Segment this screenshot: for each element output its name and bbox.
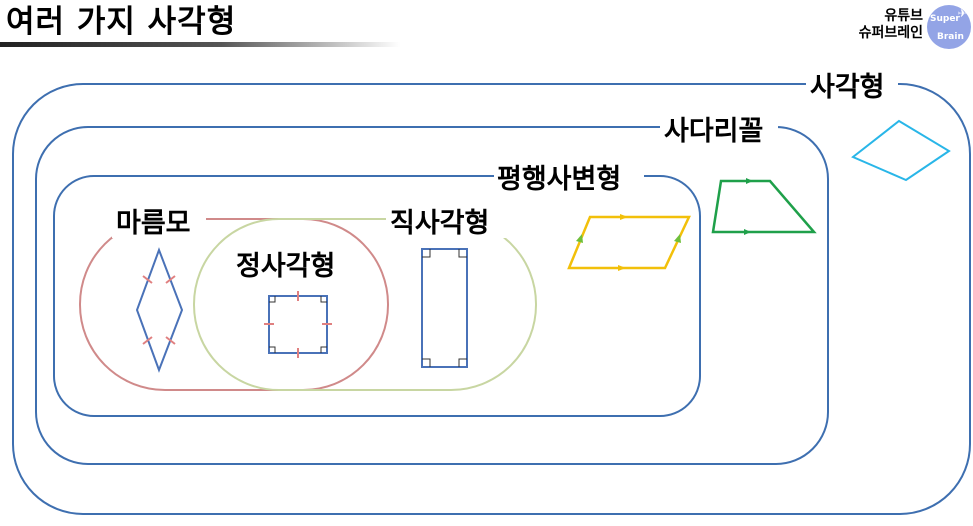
label-parallelogram: 평행사변형 bbox=[497, 164, 621, 195]
brand-line-1: 유튜브 bbox=[884, 8, 923, 24]
page-title: 여러 가지 사각형 bbox=[6, 4, 237, 40]
region-rhombus bbox=[79, 218, 389, 391]
region-rectangle bbox=[193, 218, 537, 391]
frame-quadrilateral bbox=[12, 83, 971, 515]
label-rectangle: 직사각형 bbox=[390, 208, 489, 239]
frame-parallelogram bbox=[53, 175, 701, 417]
parallelogram-shape bbox=[567, 214, 691, 271]
brand-badge-bottom: Brain bbox=[937, 32, 964, 42]
brand-text: 유튜브 슈퍼브레인 bbox=[859, 8, 923, 42]
label-rhombus: 마름모 bbox=[116, 208, 191, 239]
square-shape bbox=[264, 291, 332, 358]
label-quadrilateral: 사각형 bbox=[810, 72, 885, 103]
trapezoid-shape bbox=[711, 178, 817, 235]
rhombus-shape bbox=[135, 247, 184, 373]
label-trapezoid: 사다리꼴 bbox=[664, 116, 763, 147]
title-underline bbox=[0, 42, 400, 47]
rectangle-shape bbox=[421, 248, 468, 368]
rocket-icon: ✈ bbox=[957, 7, 967, 20]
brand-line-2: 슈퍼브레인 bbox=[858, 25, 923, 41]
frame-trapezoid bbox=[35, 126, 829, 465]
quadrilateral-shape bbox=[851, 119, 951, 182]
label-square: 정사각형 bbox=[236, 251, 335, 282]
brand-badge-top: Super bbox=[930, 14, 960, 24]
brand-logo-badge: ✈ Super Brain bbox=[927, 5, 971, 49]
